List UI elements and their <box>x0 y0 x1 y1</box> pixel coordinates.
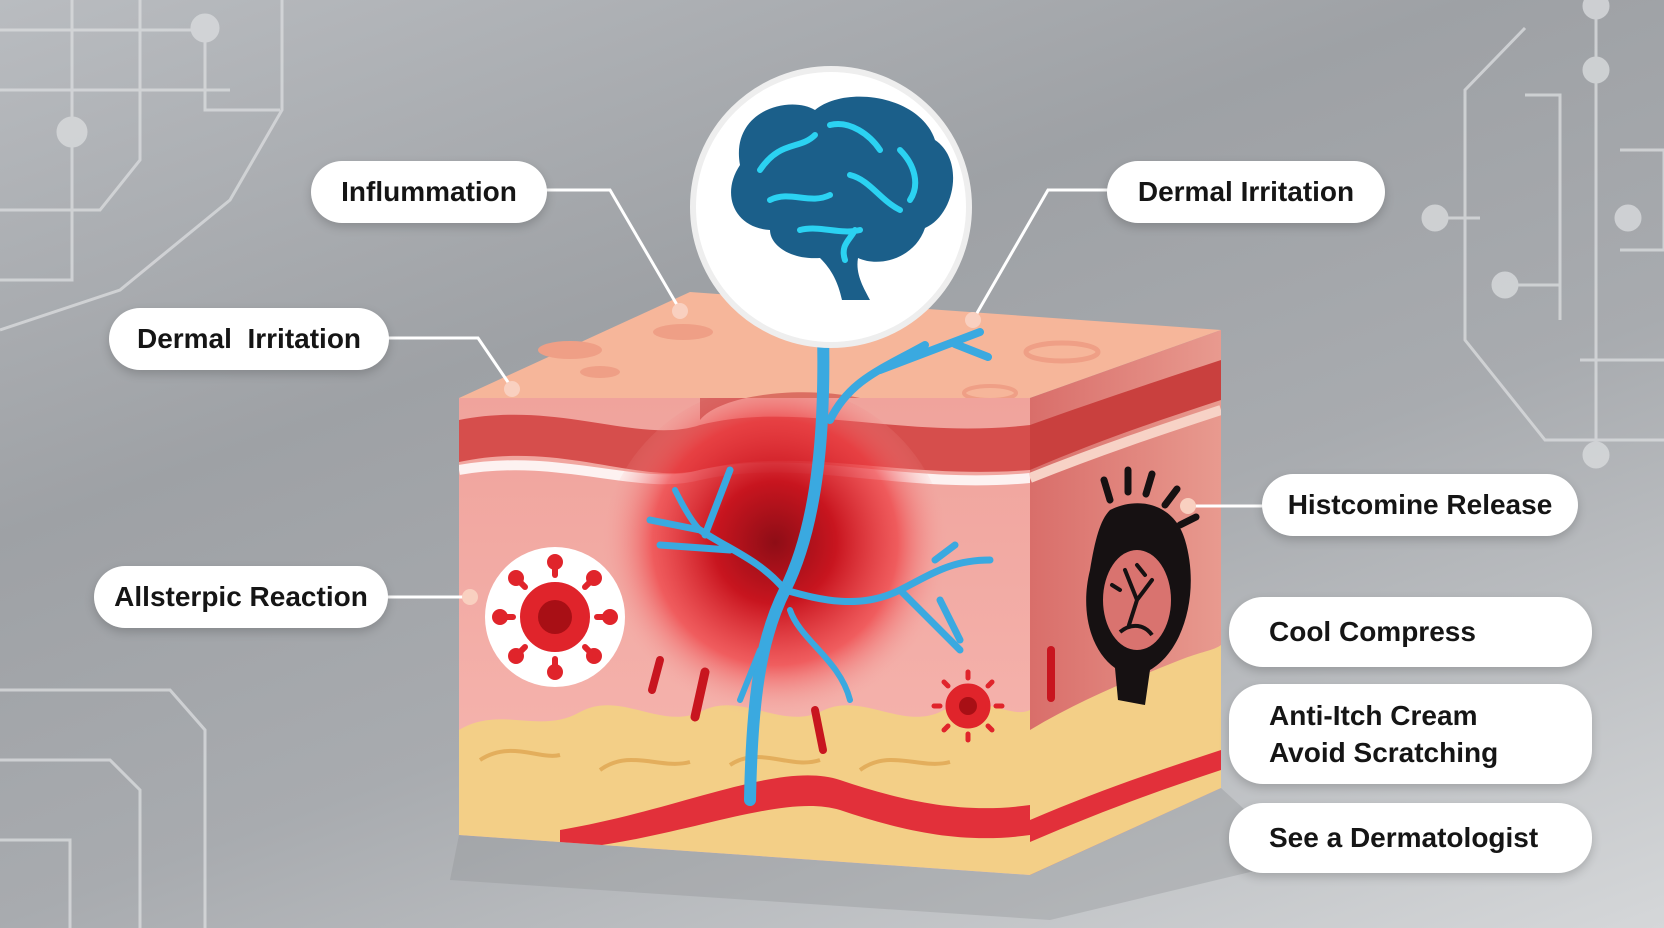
connector-dots <box>462 303 1196 605</box>
label-histamine-release: Histcomine Release <box>1262 474 1578 536</box>
label-inflammation-text: Inflummation <box>341 176 517 207</box>
label-dermal-irritation-top-text: Dermal Irritation <box>1137 176 1355 207</box>
remedy-see-dermatologist: See a Dermatologist <box>1229 803 1592 873</box>
virus-icon <box>492 554 618 680</box>
nerve-network <box>646 324 994 806</box>
remedy-avoid-scratching-text: Avoid Scratching <box>1269 737 1499 768</box>
label-allergic-reaction-text: Allsterpic Reaction <box>114 581 368 612</box>
brain-badge <box>690 66 972 348</box>
small-virus-icon <box>931 669 1005 743</box>
inflammation-zone <box>600 398 950 735</box>
itch-figure-icon <box>1086 466 1200 705</box>
remedy-cool-compress: Cool Compress <box>1229 597 1592 667</box>
remedy-anti-itch-avoid: Anti-Itch Cream Avoid Scratching <box>1229 684 1592 784</box>
label-dermal-irritation-left: Dermal Irritation <box>109 308 389 370</box>
label-inflammation: Inflummation <box>311 161 547 223</box>
label-histamine-release-text: Histcomine Release <box>1287 489 1553 520</box>
label-allergic-reaction: Allsterpic Reaction <box>94 566 388 628</box>
label-dermal-irritation-top: Dermal Irritation <box>1107 161 1385 223</box>
label-dermal-irritation-left-text: Dermal Irritation <box>136 323 362 354</box>
remedy-see-dermatologist-text: See a Dermatologist <box>1269 822 1539 853</box>
block-shadow <box>450 788 1300 920</box>
connector-lines <box>385 188 1262 599</box>
remedy-anti-itch-cream-text: Anti-Itch Cream <box>1269 700 1478 731</box>
brain-icon <box>731 96 954 300</box>
remedy-cool-compress-text: Cool Compress <box>1269 616 1476 647</box>
virus-badge <box>485 547 625 687</box>
